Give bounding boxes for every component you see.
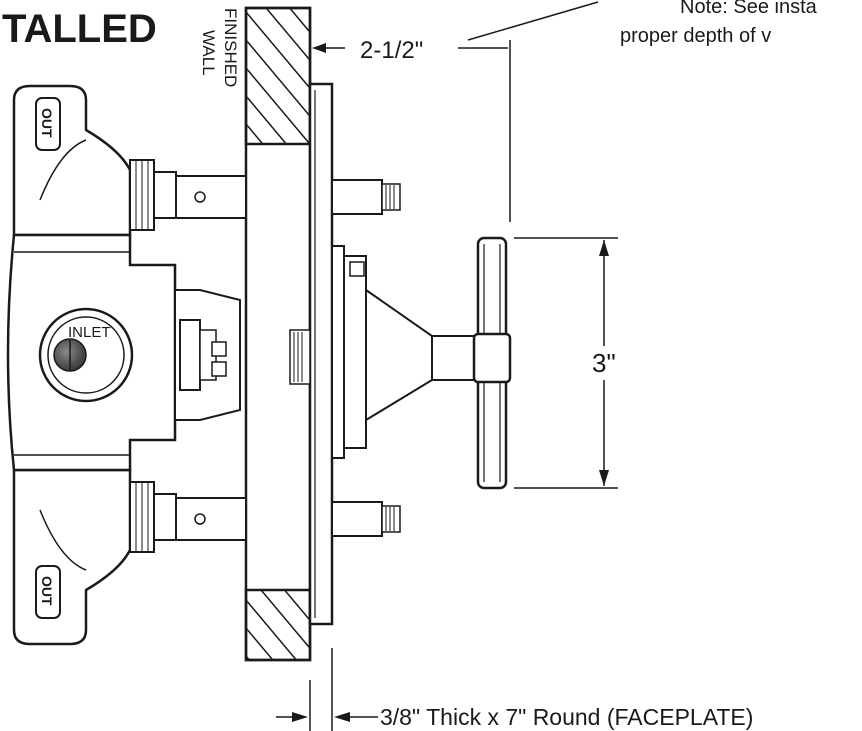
valve-body: OUT OUT INLET (6, 84, 311, 646)
trim-escutcheon (331, 245, 479, 459)
wall-offset-dimension: 2-1/2" (312, 37, 511, 222)
wall-text: WALL (199, 30, 218, 76)
handle-height-label: 3" (592, 348, 616, 378)
upper-stem (175, 175, 401, 219)
note-line-1: Note: See insta (680, 0, 818, 18)
finished-wall-label: FINISHED WALL (199, 8, 240, 87)
inlet-label: INLET (68, 324, 111, 341)
faceplate-label: 3/8" Thick x 7" Round (FACEPLATE) (380, 704, 753, 730)
handle-height-dimension: 3" (514, 237, 624, 489)
cross-handle (472, 236, 512, 490)
note-line-2: proper depth of v (620, 25, 771, 47)
note-leader-line (467, 1, 599, 41)
faceplate-dimension: 3/8" Thick x 7" Round (FACEPLATE) (276, 648, 753, 731)
out-label-top: OUT (39, 108, 55, 138)
faceplate (308, 82, 334, 626)
title-text: TALLED (2, 7, 157, 51)
lower-stem (175, 497, 401, 541)
out-label-bottom: OUT (39, 576, 55, 606)
finished-text: FINISHED (221, 8, 240, 87)
wall-offset-label: 2-1/2" (360, 37, 423, 64)
